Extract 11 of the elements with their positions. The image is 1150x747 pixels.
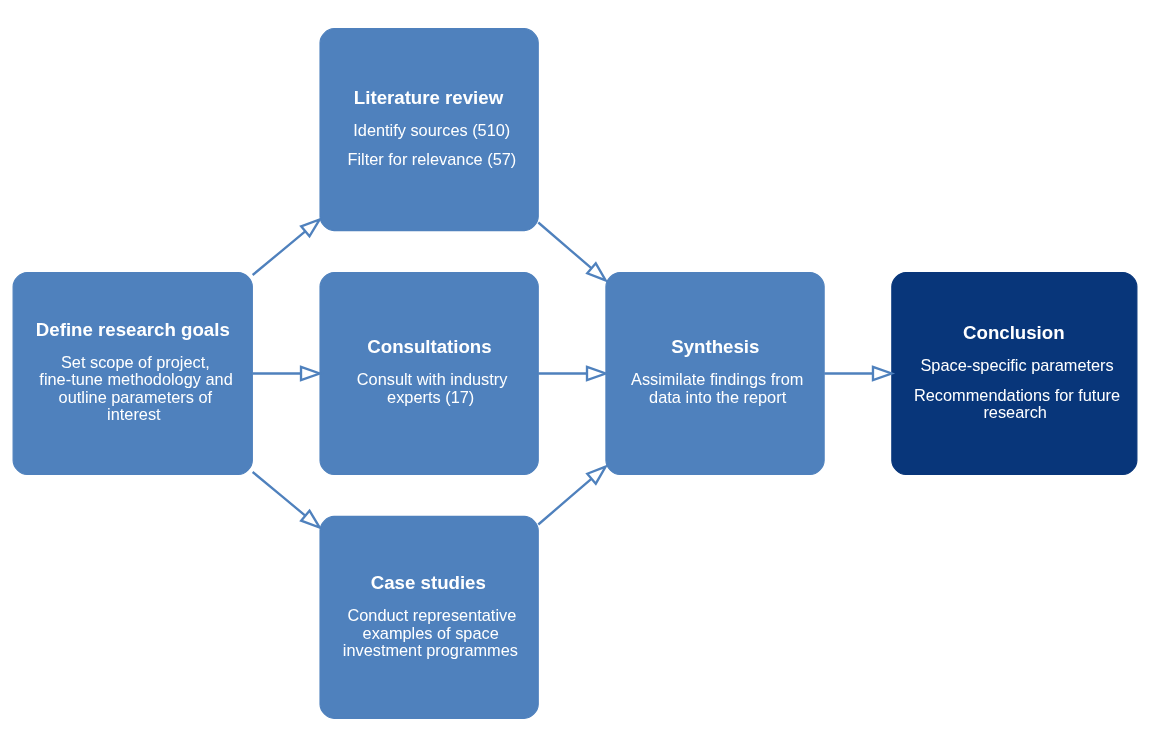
node-box: Literature review Identify sources (510) Filter for relevance (57)	[319, 28, 539, 232]
node-box: Synthesis Assimilate findings from data into the report	[605, 271, 825, 476]
node-box: Case studies Conduct representative examples of space investment programmes	[319, 515, 539, 719]
node-box: Consultations Consult with industry experts (17)	[319, 271, 539, 476]
arrow	[251, 471, 323, 530]
node-box: Define research goals Set scope of project, fine-tune methodology and outline parameters of interest	[12, 271, 253, 476]
arrow	[537, 221, 609, 283]
arrow	[824, 365, 896, 382]
arrow	[251, 217, 323, 276]
node-box: Conclusion Space-specific parameters Recommendations for future research	[891, 271, 1138, 476]
arrow	[537, 464, 609, 526]
